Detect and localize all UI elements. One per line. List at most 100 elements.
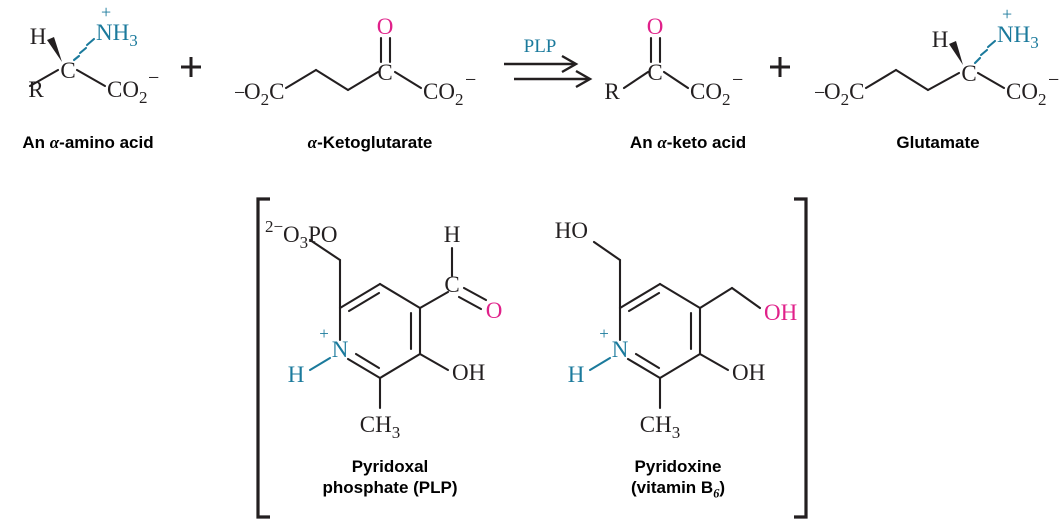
label-carboxylate: CO2 — [690, 79, 730, 109]
label-ring-nitrogen: N — [332, 337, 349, 362]
structure-alpha-ketoglutarate: − O2C O C CO2 − — [228, 0, 498, 120]
label-carboxylate-charge: − — [148, 67, 159, 89]
label-alpha-carbon: C — [961, 61, 976, 86]
ring-inner-double-1 — [347, 291, 381, 313]
label-left-carboxylate: O2C — [244, 79, 284, 109]
caption-keto-acid-alpha: α — [657, 133, 667, 152]
bond-c2-c3 — [314, 68, 350, 92]
hashed-bond-nh3 — [72, 37, 96, 62]
label-ketone-carbon: C — [377, 60, 392, 85]
double-bond-ketone — [379, 36, 392, 64]
caption-amino-acid-prefix: An — [22, 133, 50, 152]
bond-c1-c2 — [284, 68, 318, 90]
label-ammonium: NH3 — [997, 22, 1039, 52]
caption-pyridoxine-line1: Pyridoxine — [634, 457, 722, 476]
caption-pyridoxine-open: (vitamin B — [631, 477, 714, 497]
plus-sign-1 — [176, 52, 206, 82]
bond-c3-oh — [698, 352, 730, 372]
bond-ch2-o — [308, 238, 342, 262]
label-aldehyde-carbon: C — [444, 272, 459, 297]
arrow-head-upper — [561, 54, 579, 74]
ring-bond-c6-c4 — [658, 282, 702, 310]
ring-bond-c6-c4 — [378, 282, 422, 310]
reaction-arrow-group: PLP — [498, 28, 618, 90]
label-right-carboxylate-charge: − — [465, 69, 476, 91]
label-top-hydroxymethyl: HO — [555, 218, 588, 243]
label-alpha-carbon: C — [60, 58, 75, 83]
structure-amino-acid: C R H NH3 + CO2 − — [0, 0, 200, 120]
arrow-label-plp: PLP — [524, 36, 557, 57]
caption-alpha-ketoglutarate: α-Ketoglutarate — [250, 133, 490, 154]
label-left-carboxylate-charge: − — [234, 82, 245, 104]
arrow-head-lower — [575, 69, 593, 89]
label-r-group: R — [28, 77, 44, 102]
ring-bond-c5-c6 — [338, 282, 382, 310]
label-r-group: R — [604, 79, 620, 104]
label-left-carboxylate: O2C — [824, 79, 864, 109]
caption-plp-line2: phosphate (PLP) — [322, 477, 458, 497]
double-bond-aldehyde-oxygen — [457, 286, 488, 311]
bond-c-co2 — [662, 70, 690, 90]
bond-c4-co2 — [976, 71, 1006, 90]
bond-ch2-oh-side — [730, 286, 762, 310]
ring-inner-double-3 — [634, 352, 661, 370]
caption-keto-acid-suffix: -keto acid — [666, 133, 747, 152]
bond-c3-oh — [418, 352, 450, 372]
caption-pyridoxine-line2: (vitamin B6) — [578, 478, 778, 501]
ring-bond-c5-c6 — [618, 282, 662, 310]
bracket-left — [250, 196, 274, 520]
structure-glutamate: − O2C C H NH3 + CO2 − — [808, 0, 1063, 120]
label-ring-nh-hydrogen: H — [568, 362, 585, 387]
ring-bond-c2-n1 — [626, 357, 662, 380]
caption-pyridoxine-close: ) — [719, 477, 725, 497]
ring-bond-c2-n1 — [346, 357, 382, 380]
caption-alpha-keto-acid: An α-keto acid — [598, 133, 778, 154]
label-carboxylate-charge: − — [1048, 69, 1059, 91]
label-hydrogen: H — [30, 24, 47, 49]
caption-amino-acid-alpha: α — [49, 133, 60, 152]
bond-n-h — [588, 356, 612, 372]
label-ring-nitrogen-charge: + — [599, 324, 609, 343]
label-ketone-oxygen: O — [377, 14, 394, 39]
caption-glutamate: Glutamate — [896, 133, 980, 152]
caption-ketoglutarate-alpha: α — [307, 133, 318, 152]
structure-alpha-keto-acid: O C R CO2 − — [596, 0, 776, 120]
label-carboxylate: CO2 — [1006, 79, 1046, 109]
plus-sign-2 — [765, 52, 795, 82]
bond-r-c — [622, 70, 650, 90]
ring-bond-c3-c2 — [378, 352, 422, 380]
label-aldehyde-oxygen: O — [486, 298, 503, 323]
label-carboxylate-charge: − — [732, 69, 743, 91]
bond-c3-c4 — [926, 71, 961, 92]
caption-pyridoxine: Pyridoxine (vitamin B6) — [578, 457, 778, 501]
label-ammonium-charge: + — [1002, 4, 1012, 24]
caption-ketoglutarate-suffix: -Ketoglutarate — [317, 133, 433, 152]
ring-inner-double-3 — [354, 352, 381, 370]
caption-amino-acid: An α-amino acid — [0, 133, 176, 154]
bond-c-co2 — [75, 68, 107, 88]
label-ring-nh-hydrogen: H — [288, 362, 305, 387]
bond-n-h — [308, 356, 332, 372]
label-ring-hydroxyl: OH — [452, 360, 485, 385]
ring-bond-c3-c2 — [658, 352, 702, 380]
hashed-bond-nh3 — [973, 39, 997, 65]
caption-pyridoxal-phosphate: Pyridoxal phosphate (PLP) — [290, 457, 490, 498]
bond-c4-cho — [418, 290, 450, 310]
bond-c4-ch2 — [698, 286, 734, 310]
bond-c3-c4 — [346, 70, 380, 92]
caption-pyridoxine-sub: 6 — [713, 486, 720, 501]
label-left-carboxylate-charge: − — [814, 82, 825, 104]
caption-plp-line1: Pyridoxal — [351, 457, 429, 476]
label-methyl: CH3 — [640, 412, 680, 442]
wedge-bond-h — [949, 41, 963, 65]
caption-amino-acid-suffix: -amino acid — [59, 133, 154, 152]
label-right-carboxylate: CO2 — [423, 79, 463, 109]
label-phosphate: O3PO — [283, 222, 338, 252]
bracket-right — [790, 196, 814, 520]
label-ketone-oxygen: O — [647, 14, 664, 39]
label-ring-nitrogen-charge: + — [319, 324, 329, 343]
caption-keto-acid-prefix: An — [629, 133, 658, 152]
bond-ch2-oh-top — [592, 240, 622, 262]
label-side-hydroxymethyl: OH — [764, 300, 797, 325]
